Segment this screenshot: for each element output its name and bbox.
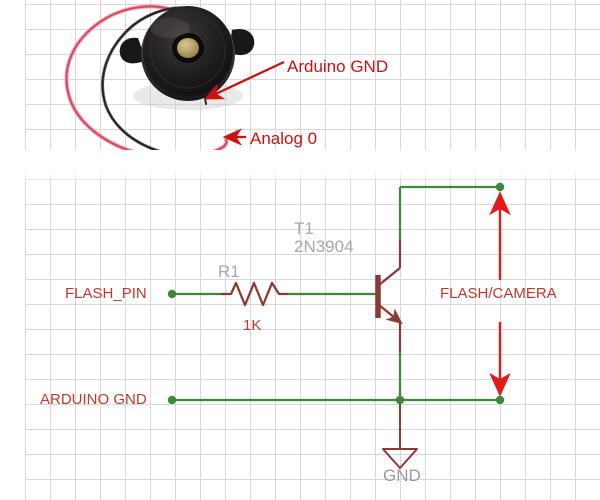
transistor-collector-lead [378,267,401,286]
ground-symbol [382,448,418,469]
junction-flashcam-bottom [495,395,505,405]
annotation-label-analog-0: Analog 0 [250,129,318,148]
piezo-buzzer-photo: Arduino GND Analog 0 [0,0,600,184]
photo-fade [0,150,600,184]
buzzer-brass-disc [177,38,199,58]
component-ref-t1: T1 [294,219,314,238]
transistor-emitter-lead [378,304,403,325]
junction-dots [167,182,505,405]
junction-arduino-gnd [167,395,177,405]
component-ref-r1: R1 [218,262,240,281]
buzzer-highlight [150,18,190,38]
net-label-flash-camera: FLASH/CAMERA [440,285,557,302]
net-label-flash-pin: FLASH_PIN [65,285,147,302]
arrow-arduino-gnd [203,60,285,100]
junction-flashpin [167,289,177,299]
buzzer-tab-right [229,28,255,56]
annotation-label-arduino-gnd: Arduino GND [287,57,389,76]
ground-symbol-label: GND [383,466,421,485]
component-value-r1: 1K [243,317,262,334]
buzzer-tab-left [119,37,146,64]
buzzer-inner-ring-edge [150,13,226,89]
photo-annotation-arrows [203,60,285,146]
component-value-t1: 2N3904 [294,237,354,256]
junction-emitter-gnd [395,395,405,405]
grid-left-margin [0,0,25,500]
net-label-arduino-gnd: ARDUINO GND [40,391,147,408]
resistor-r1-symbol [220,281,290,307]
junction-flashcam-top [495,182,505,192]
